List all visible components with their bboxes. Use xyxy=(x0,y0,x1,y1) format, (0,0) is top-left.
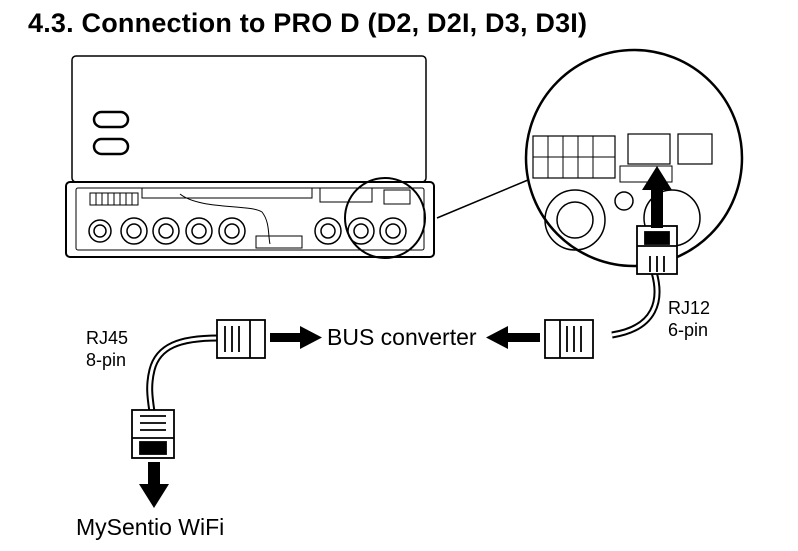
rj45-pin-label: 8-pin xyxy=(86,350,127,370)
arrow-down-icon xyxy=(139,462,169,508)
zoom-leader-line xyxy=(436,179,529,219)
magnified-view xyxy=(524,48,744,268)
section-heading: 4.3. Connection to PRO D (D2, D2I, D3, D… xyxy=(28,8,588,38)
mysentio-connector-icon xyxy=(131,409,175,459)
rj12-connector-icon xyxy=(636,225,678,275)
arrow-right-icon xyxy=(270,326,322,349)
bus-converter-label: BUS converter xyxy=(327,324,477,350)
rj12-label: RJ12 xyxy=(668,298,711,318)
cables xyxy=(146,271,661,413)
arrow-up-icon xyxy=(642,166,672,228)
mysentio-label: MySentio WiFi xyxy=(76,514,225,540)
rj12-converter-connector-icon xyxy=(544,319,594,359)
rj45-label: RJ45 xyxy=(86,328,129,348)
arrow-left-icon xyxy=(486,326,540,349)
pro-d-controller xyxy=(65,55,435,259)
rj45-connector-icon xyxy=(216,319,266,359)
rj12-pin-label: 6-pin xyxy=(668,320,709,340)
